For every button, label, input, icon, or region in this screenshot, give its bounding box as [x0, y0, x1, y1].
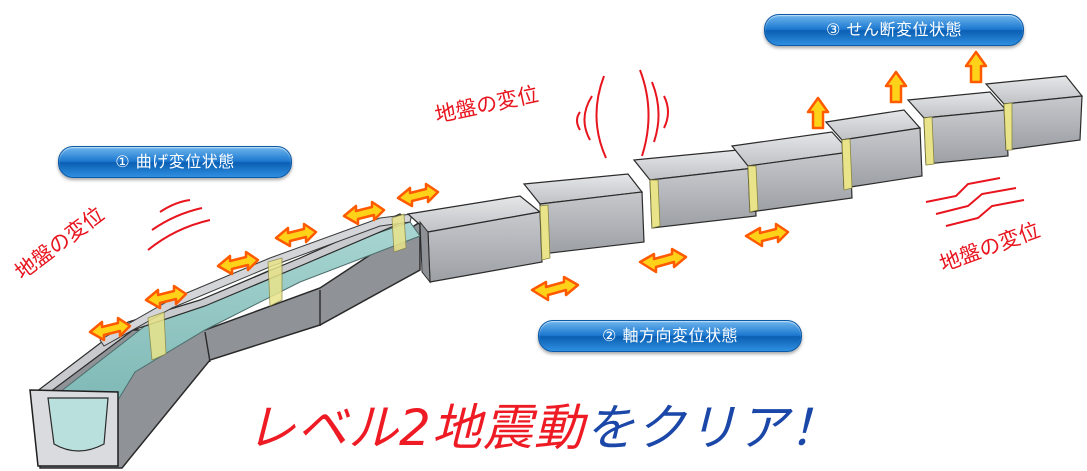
- covered-segment-1: [406, 195, 543, 284]
- bending-state-label: ① 曲げ変位状態: [58, 146, 292, 178]
- slogan-blue-part: をクリア！: [584, 399, 840, 457]
- shear-displacement-arrows: [806, 50, 988, 130]
- open-channel-section: [29, 213, 421, 469]
- slogan: レベル2地震動をクリア！: [246, 388, 840, 460]
- covered-segment-5: [824, 109, 923, 189]
- covered-segment-6: [906, 91, 1009, 165]
- ground-vibration-left: [147, 199, 211, 251]
- covered-segment-7: [984, 75, 1084, 151]
- slogan-red-part: レベル2地震動: [246, 399, 585, 457]
- axial-displacement-arrows: [530, 222, 790, 302]
- segment-joints: [539, 102, 1013, 261]
- bending-displacement-arrows: [88, 182, 440, 342]
- covered-segment-3: [632, 149, 757, 229]
- ground-vibration-center: [576, 69, 669, 159]
- shear-state-label: ③ せん断変位状態: [764, 14, 1024, 46]
- covered-segment-2: [522, 173, 645, 255]
- axial-state-label: ② 軸方向変位状態: [538, 320, 802, 352]
- ground-vibration-right: [925, 177, 1025, 227]
